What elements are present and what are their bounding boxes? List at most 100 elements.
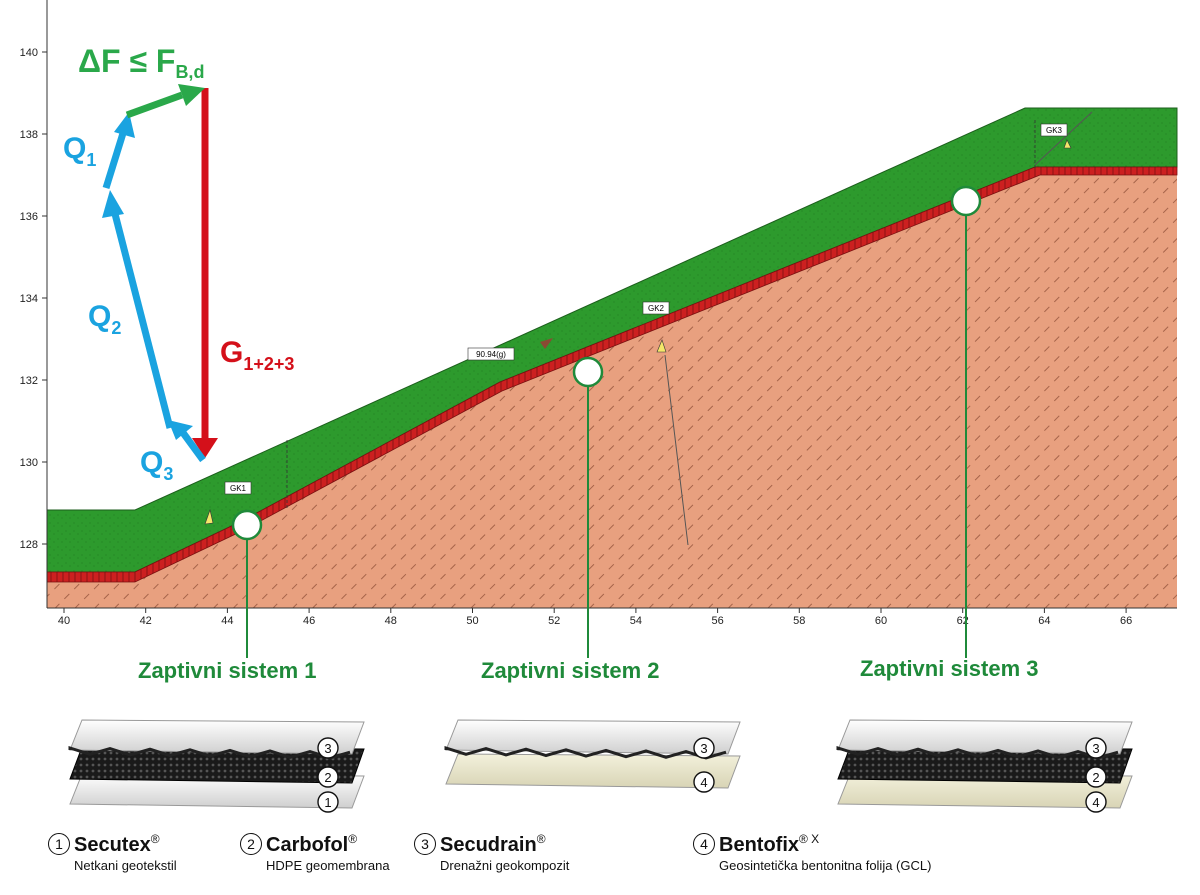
force-polygon: ΔF ≤ FB,d Q1 Q2 Q3 G1+2+3 <box>63 43 294 484</box>
layer-number: 3 <box>324 741 331 756</box>
geosynthetic-layer <box>445 719 741 755</box>
g-label: G1+2+3 <box>220 336 294 374</box>
angle-label: 90.94(g) <box>476 350 506 359</box>
layer-number: 3 <box>700 741 707 756</box>
marker-triangle <box>1063 139 1072 149</box>
legend-number: 1 <box>48 833 70 855</box>
x-tick-label: 52 <box>548 615 560 627</box>
legend-name: Secudrain <box>440 834 537 856</box>
x-tick-label: 50 <box>466 615 478 627</box>
y-tick-label: 136 <box>20 211 38 223</box>
legend-description: Netkani geotekstil <box>74 858 177 873</box>
layer-number-badge <box>317 766 339 788</box>
force-line <box>664 354 689 546</box>
marker-triangle <box>540 338 553 349</box>
y-tick-label: 128 <box>20 539 38 551</box>
gk1-label: GK1 <box>230 484 247 493</box>
system-2-marker <box>572 356 604 388</box>
q1-arrowhead <box>114 112 135 138</box>
legend-name: Carbofol <box>266 834 349 856</box>
layer-number: 4 <box>1092 795 1099 810</box>
layer-stack-2: 43 <box>444 719 741 793</box>
x-tick-label: 54 <box>630 615 642 627</box>
drain-core <box>836 745 1119 760</box>
gk3-label: GK3 <box>1046 126 1063 135</box>
x-tick-label: 56 <box>711 615 723 627</box>
legend-number: 4 <box>693 833 715 855</box>
legend-mark: ® <box>348 832 358 846</box>
q2-arrowhead <box>102 190 124 218</box>
y-tick-label: 132 <box>20 375 38 387</box>
marker-triangle <box>656 339 667 353</box>
delta-f-label: ΔF ≤ FB,d <box>78 43 204 82</box>
layer-stack-3: 4 2 3 <box>836 719 1133 813</box>
geosynthetic-layer <box>445 753 741 789</box>
system-2-label: Zaptivni sistem 2 <box>481 658 660 683</box>
angle-tag: 90.94(g) <box>467 347 515 361</box>
q3-arrowhead <box>168 420 193 440</box>
legend-description: HDPE geomembrana <box>266 858 390 873</box>
geosynthetic-layer <box>837 719 1133 755</box>
gk1-tag: GK1 <box>224 481 252 495</box>
drain-core <box>444 745 727 760</box>
q1-label: Q1 <box>63 132 96 170</box>
soil-body <box>47 170 1177 608</box>
q1-arrow <box>102 128 128 190</box>
x-tick-label: 66 <box>1120 615 1132 627</box>
layer-number: 3 <box>1092 741 1099 756</box>
y-tick-label: 134 <box>20 293 38 305</box>
legend-mark: ® <box>150 832 160 846</box>
x-tick-label: 46 <box>303 615 315 627</box>
legend-number: 3 <box>414 833 436 855</box>
legend-mark: ® X <box>799 832 820 846</box>
legend-description: Drenažni geokompozit <box>440 858 570 873</box>
system-3-marker <box>950 185 982 217</box>
y-tick-label: 130 <box>20 457 38 469</box>
layer-number-badge <box>1085 791 1107 813</box>
layer-stack-1: 1 2 3 <box>68 719 365 813</box>
legend-name: Secutex <box>74 834 151 856</box>
layer-number: 1 <box>324 795 331 810</box>
layer-number: 4 <box>700 775 707 790</box>
gk3-tag: GK3 <box>1040 123 1068 137</box>
q2-arrow <box>110 209 174 429</box>
layer-number: 2 <box>324 770 331 785</box>
layer-number-badge <box>693 737 715 759</box>
layer-number-badge <box>317 737 339 759</box>
geosynthetic-layer <box>69 719 365 755</box>
x-tick-label: 40 <box>58 615 70 627</box>
legend-description: Geosintetička bentonitna folija (GCL) <box>719 858 932 873</box>
q3-arrow <box>178 427 206 463</box>
legend-number: 2 <box>240 833 262 855</box>
layer-number: 2 <box>1092 770 1099 785</box>
x-tick-label: 42 <box>140 615 152 627</box>
g-arrowhead <box>192 438 218 458</box>
system-1-marker <box>231 509 263 541</box>
q2-label: Q2 <box>88 300 121 338</box>
system-1-label: Zaptivni sistem 1 <box>138 658 317 683</box>
system-3-label: Zaptivni sistem 3 <box>860 656 1039 681</box>
gk2-tag: GK2 <box>642 301 670 315</box>
drain-core <box>68 745 351 760</box>
layer-number-badge <box>317 791 339 813</box>
delta-f-arrow <box>125 91 184 119</box>
y-tick-label: 140 <box>20 47 38 59</box>
gk2-label: GK2 <box>648 304 665 313</box>
y-tick-label: 138 <box>20 129 38 141</box>
layer-number-badge <box>1085 766 1107 788</box>
x-tick-label: 48 <box>385 615 397 627</box>
legend-name: Bentofix <box>719 834 799 856</box>
legend-mark: ® <box>536 832 546 846</box>
y-axis-ticks: 140 138 136 134 132 130 128 <box>20 47 47 551</box>
x-tick-label: 64 <box>1038 615 1050 627</box>
x-tick-label: 60 <box>875 615 887 627</box>
q3-label: Q3 <box>140 446 173 484</box>
